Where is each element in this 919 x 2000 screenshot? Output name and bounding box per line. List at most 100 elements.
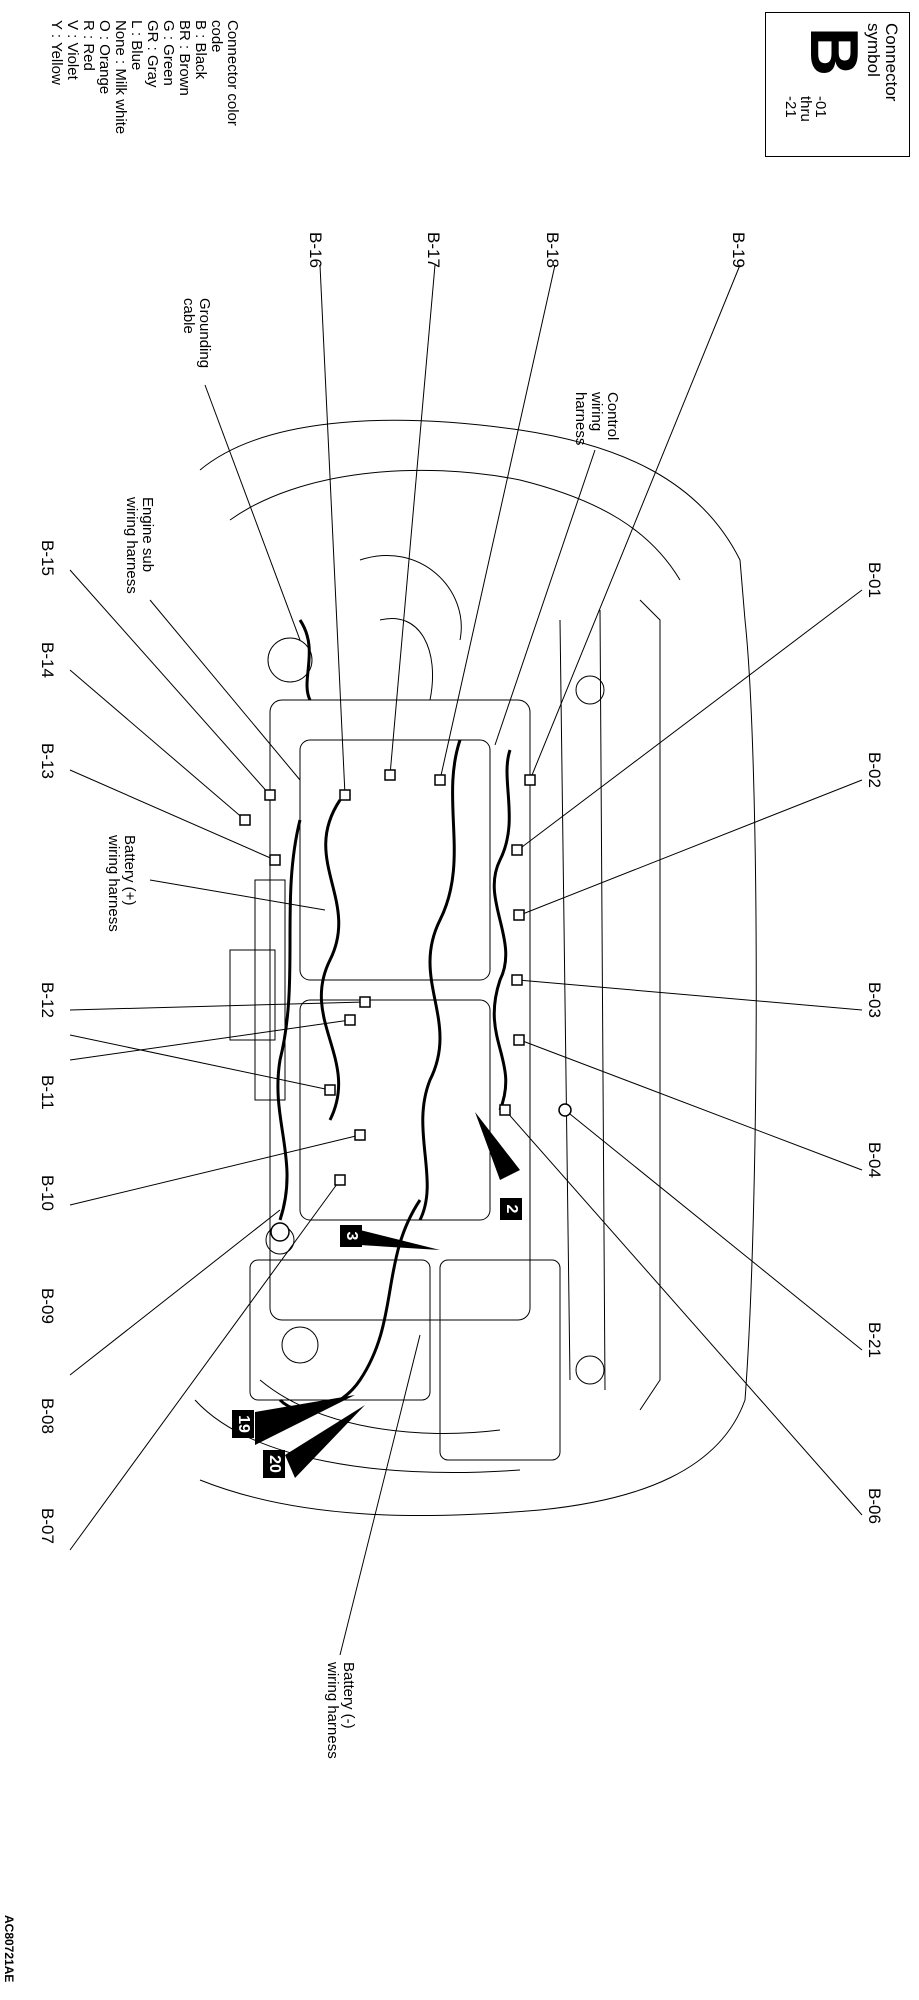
leader-b03 [517,979,863,1011]
battery-positive-line-1: Battery (+) [121,835,138,906]
body-outline [199,419,757,1517]
connector-b12-mark [359,996,371,1008]
callout-20-wedge [285,1405,365,1478]
leader-engine-sub [149,599,301,781]
connector-b09-mark [354,1129,366,1141]
main-harness-path [418,739,462,1221]
label-b18: B-18 [543,232,562,268]
connector-b07-mark [334,1174,346,1186]
cylinder-head [299,999,491,1221]
battery-positive-harness-path [276,819,302,1221]
leader-b04 [519,1039,863,1171]
label-engine-sub-harness: Engine sub wiring harness [123,497,156,594]
hose [359,555,462,641]
battery-negative-line-2: wiring harness [324,1662,341,1759]
engine-sub-line-2: wiring harness [123,497,140,594]
label-b16: B-16 [306,232,325,268]
label-battery-negative-harness: Battery (-) wiring harness [324,1662,357,1759]
connector-b15-mark [264,789,276,801]
connector-b14-mark [239,814,251,826]
grounding-line-1: Grounding [196,298,213,369]
battery-positive-line-2: wiring harness [105,835,122,932]
side-cover [254,879,286,1101]
leader-b21 [564,1109,863,1351]
bracket [229,949,276,1041]
label-b09: B-09 [38,1288,57,1324]
label-b08: B-08 [38,1398,57,1434]
connector-b11-mark [344,1014,356,1026]
hose-2 [379,618,434,701]
label-b15: B-15 [38,540,57,576]
connector-b19-mark [524,774,536,786]
leader-b06 [504,1109,863,1516]
callout-20: 20 [263,1450,285,1478]
label-b12: B-12 [38,982,57,1018]
label-b07: B-07 [38,1508,57,1544]
bulkhead-line-2 [599,609,606,1391]
label-grounding-cable: Grounding cable [180,298,213,369]
callout-19-wedge [255,1395,355,1445]
battery [249,1259,431,1401]
connector-b16-mark [339,789,351,801]
connector-symbol-box: Connector symbol B -01 thru -21 [765,12,910,157]
leader-b15 [69,569,271,796]
label-b10: B-10 [38,1175,57,1211]
leader-b16 [319,264,346,796]
connector-b13-mark [269,854,281,866]
leader-b11 [69,1019,351,1061]
engine-sub-line-1: Engine sub [139,497,156,573]
reservoir [267,637,313,683]
connector-b21-mark [558,1103,572,1117]
callout-2: 2 [500,1198,522,1220]
label-b03: B-03 [865,982,884,1018]
engine-block [269,699,531,1321]
leader-b02 [519,779,863,916]
label-b17: B-17 [424,232,443,268]
leader-b10 [69,1034,331,1091]
connector-b04-mark [513,1034,525,1046]
leader-b12 [69,1001,366,1011]
connector-b10-mark [324,1084,336,1096]
grounding-cable-path [298,619,312,701]
engine-sub-harness-path [319,799,342,1121]
leader-b14 [69,669,246,821]
leader-control [494,449,596,746]
leader-b13 [69,769,276,861]
connector-b17-mark [384,769,396,781]
lower-outline [194,1399,521,1473]
control-line-1: Control [604,392,621,441]
grounding-line-2: cable [180,298,197,334]
strut-tower-left [575,675,605,705]
label-b13: B-13 [38,743,57,779]
connector-b02-mark [513,909,525,921]
label-b14: B-14 [38,642,57,678]
label-control-harness: Control wiring harness [572,392,621,446]
leader-b09 [69,1134,361,1206]
control-line-3: harness [572,392,589,446]
callout-3-wedge [360,1230,440,1250]
bulkhead-line-3 [559,619,571,1381]
lower-outline-2 [259,1379,501,1434]
label-b01: B-01 [865,562,884,598]
leader-b19 [529,264,741,781]
intake-manifold [299,739,491,981]
relay-box [439,1259,561,1461]
callout-19: 19 [232,1410,254,1438]
connector-b03-mark [511,974,523,986]
callout-2-wedge [475,1112,520,1180]
leader-b07 [69,1179,341,1551]
connector-b08-mark [270,1222,290,1242]
callout-3: 3 [340,1225,362,1247]
label-b19: B-19 [729,232,748,268]
leader-battery-positive [149,879,326,911]
label-b21: B-21 [865,1322,884,1358]
label-b04: B-04 [865,1142,884,1178]
label-battery-positive-harness: Battery (+) wiring harness [105,835,138,932]
fender-outline [229,469,681,581]
leader-b17 [389,264,436,776]
battery-negative-line-1: Battery (-) [340,1662,357,1729]
bulkhead-line-1 [639,599,661,1411]
leader-b18 [439,264,556,781]
